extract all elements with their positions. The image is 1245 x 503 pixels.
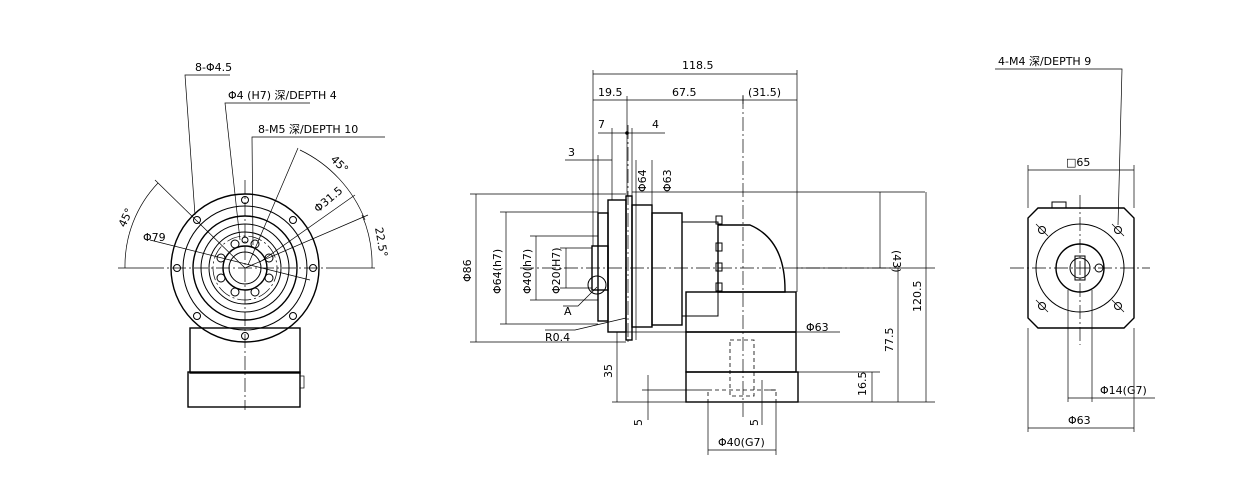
dim-dia-63-side: Φ63 — [806, 321, 829, 334]
dim-dia-20-h7: Φ20(H7) — [550, 247, 563, 294]
label-tap-holes: 8-M5 深/DEPTH 10 — [258, 123, 358, 136]
label-8-holes: 8-Φ4.5 — [195, 61, 232, 74]
label-pin-hole: Φ4 (H7) 深/DEPTH 4 — [228, 89, 337, 102]
dim-4: 4 — [652, 118, 659, 131]
elbow — [717, 224, 786, 293]
label-angle-22-5: 22.5° — [372, 226, 390, 258]
left-lower-base — [187, 371, 301, 408]
label-angle-45-right: 45° — [328, 153, 351, 176]
dim-67-5: 67.5 — [672, 86, 697, 99]
label-pcd-31-5: Φ31.5 — [312, 184, 346, 215]
output-flange — [597, 212, 609, 322]
tap-holes-4 — [1035, 223, 1125, 313]
dim-120-5: 120.5 — [911, 281, 924, 313]
dim-118-5: 118.5 — [682, 59, 714, 72]
center-view: 118.5 19.5 67.5 (31.5) 7 4 3 Φ64 Φ63 Φ86… — [461, 59, 935, 455]
dim-5-right: 5 — [748, 419, 761, 426]
dim-77-5: 77.5 — [883, 328, 896, 353]
right-view: 4-M4 深/DEPTH 9 □65 Φ14(G7) Φ63 — [995, 55, 1155, 432]
dim-dia-63: Φ63 — [1068, 414, 1091, 427]
left-view: 8-Φ4.5 Φ4 (H7) 深/DEPTH 4 8-M5 深/DEPTH 10… — [116, 61, 390, 410]
dim-16-5: 16.5 — [856, 372, 869, 397]
label-angle-45-left: 45° — [116, 206, 136, 229]
dim-dia-40-g7: Φ40(G7) — [718, 436, 765, 449]
dim-dia-86: Φ86 — [461, 259, 474, 282]
dim-35: 35 — [602, 364, 615, 378]
adapter-base — [685, 371, 799, 403]
housing-body — [651, 212, 683, 326]
adapter-block — [685, 291, 797, 333]
label-pcd-79: Φ79 — [143, 231, 166, 244]
dim-5-left: 5 — [632, 419, 645, 426]
dim-dia-64-h7: Φ64(h7) — [491, 249, 504, 294]
label-a: A — [564, 305, 572, 318]
square-flange — [1027, 207, 1135, 329]
dim-7: 7 — [598, 118, 605, 131]
label-r0-4: R0.4 — [545, 331, 570, 344]
inner-tap-holes — [216, 236, 274, 297]
dim-dia-63-top: Φ63 — [661, 169, 674, 192]
dim-dia-40-h7: Φ40(h7) — [521, 249, 534, 294]
dim-43: (43) — [890, 250, 903, 273]
dim-31-5: (31.5) — [748, 86, 781, 99]
dim-dia-14-g7: Φ14(G7) — [1100, 384, 1147, 397]
label-4-m4: 4-M4 深/DEPTH 9 — [998, 55, 1091, 68]
dim-19-5: 19.5 — [598, 86, 623, 99]
dim-dia-64: Φ64 — [636, 169, 649, 192]
dim-3: 3 — [568, 146, 575, 159]
dim-square-65: □65 — [1066, 156, 1090, 169]
